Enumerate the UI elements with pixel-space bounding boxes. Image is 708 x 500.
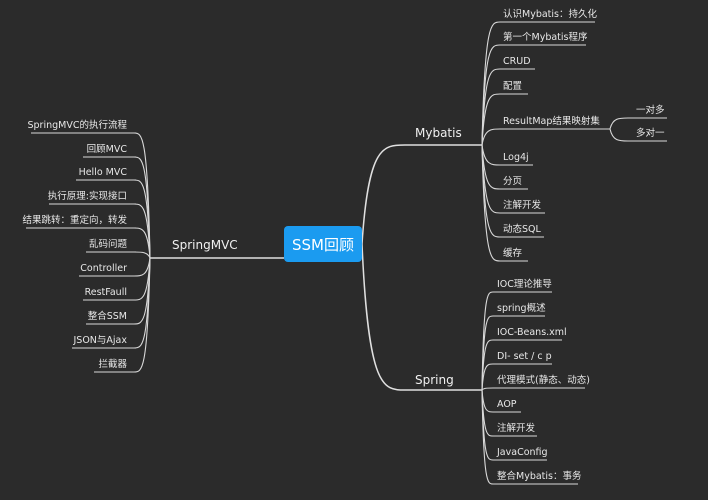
mybatis-item[interactable]: Log4j xyxy=(503,152,529,163)
connector-mybatis-item xyxy=(481,128,501,146)
connector-springmvc-item xyxy=(133,257,151,373)
connector-spring-item xyxy=(481,339,494,391)
mybatis-item[interactable]: 注解开发 xyxy=(503,199,542,211)
connector-spring-item xyxy=(481,387,494,391)
central-topic[interactable]: SSM回顾 xyxy=(284,226,362,262)
spring-item[interactable]: JavaConfig xyxy=(496,447,548,458)
connector-mybatis xyxy=(361,144,406,245)
connector-spring-item xyxy=(481,389,494,485)
springmvc-item[interactable]: 回顾MVC xyxy=(87,144,128,155)
connector-spring xyxy=(361,243,406,391)
spring-item[interactable]: spring概述 xyxy=(497,302,546,314)
springmvc-item[interactable]: 结果跳转：重定向，转发 xyxy=(22,214,127,226)
connector-mybatis-item xyxy=(481,144,501,238)
connector-resultmap-child xyxy=(609,128,629,142)
connector-springmvc-item xyxy=(133,203,151,259)
springmvc-item[interactable]: RestFaull xyxy=(85,287,127,298)
mybatis-item[interactable]: 缓存 xyxy=(503,247,523,259)
connector-mybatis-item xyxy=(481,144,501,166)
connector-mybatis-item xyxy=(481,68,501,146)
connector-spring-item xyxy=(481,389,494,413)
connector-springmvc-item xyxy=(133,251,151,259)
mybatis-item[interactable]: 配置 xyxy=(503,81,522,92)
connector-mybatis-item xyxy=(481,93,501,146)
branch-spring[interactable]: Spring xyxy=(415,373,454,387)
mybatis-item[interactable]: 分页 xyxy=(503,176,522,187)
connector-springmvc-item xyxy=(133,227,151,259)
spring-item[interactable]: 注解开发 xyxy=(497,422,536,434)
connector-spring-item xyxy=(481,363,494,391)
springmvc-item[interactable]: JSON与Ajax xyxy=(73,335,128,346)
mybatis-item[interactable]: 动态SQL xyxy=(503,223,542,235)
spring-item[interactable]: AOP xyxy=(497,399,517,410)
springmvc-item[interactable]: Hello MVC xyxy=(79,167,128,178)
spring-item[interactable]: 整合Mybatis：事务 xyxy=(497,470,582,482)
connector-springmvc-item xyxy=(133,257,151,349)
branch-mybatis[interactable]: Mybatis xyxy=(415,126,462,140)
branch-springmvc[interactable]: SpringMVC xyxy=(172,238,238,252)
mybatis-item[interactable]: 认识Mybatis：持久化 xyxy=(503,8,597,20)
springmvc-item[interactable]: 整合SSM xyxy=(88,310,127,322)
mybatis-item[interactable]: CRUD xyxy=(503,56,531,67)
connector-springmvc-item xyxy=(133,257,151,277)
spring-item[interactable]: 代理模式(静态、动态) xyxy=(497,374,590,386)
resultmap-child-item[interactable]: 多对一 xyxy=(636,127,665,139)
springmvc-item[interactable]: SpringMVC的执行流程 xyxy=(28,119,128,131)
resultmap-child-item[interactable]: 一对多 xyxy=(636,104,665,116)
spring-item[interactable]: IOC理论推导 xyxy=(497,278,552,290)
springmvc-item[interactable]: 乱码问题 xyxy=(89,238,128,250)
springmvc-item[interactable]: 拦截器 xyxy=(98,358,127,370)
spring-item[interactable]: IOC-Beans.xml xyxy=(497,327,567,338)
springmvc-item[interactable]: 执行原理:实现接口 xyxy=(48,190,127,202)
connector-resultmap-child xyxy=(609,117,629,130)
mybatis-item[interactable]: ResultMap结果映射集 xyxy=(503,115,600,127)
connector-mybatis-item xyxy=(481,144,501,262)
mybatis-item[interactable]: 第一个Mybatis程序 xyxy=(503,31,588,43)
spring-item[interactable]: DI- set / c p xyxy=(497,351,552,362)
springmvc-item[interactable]: Controller xyxy=(80,263,127,274)
